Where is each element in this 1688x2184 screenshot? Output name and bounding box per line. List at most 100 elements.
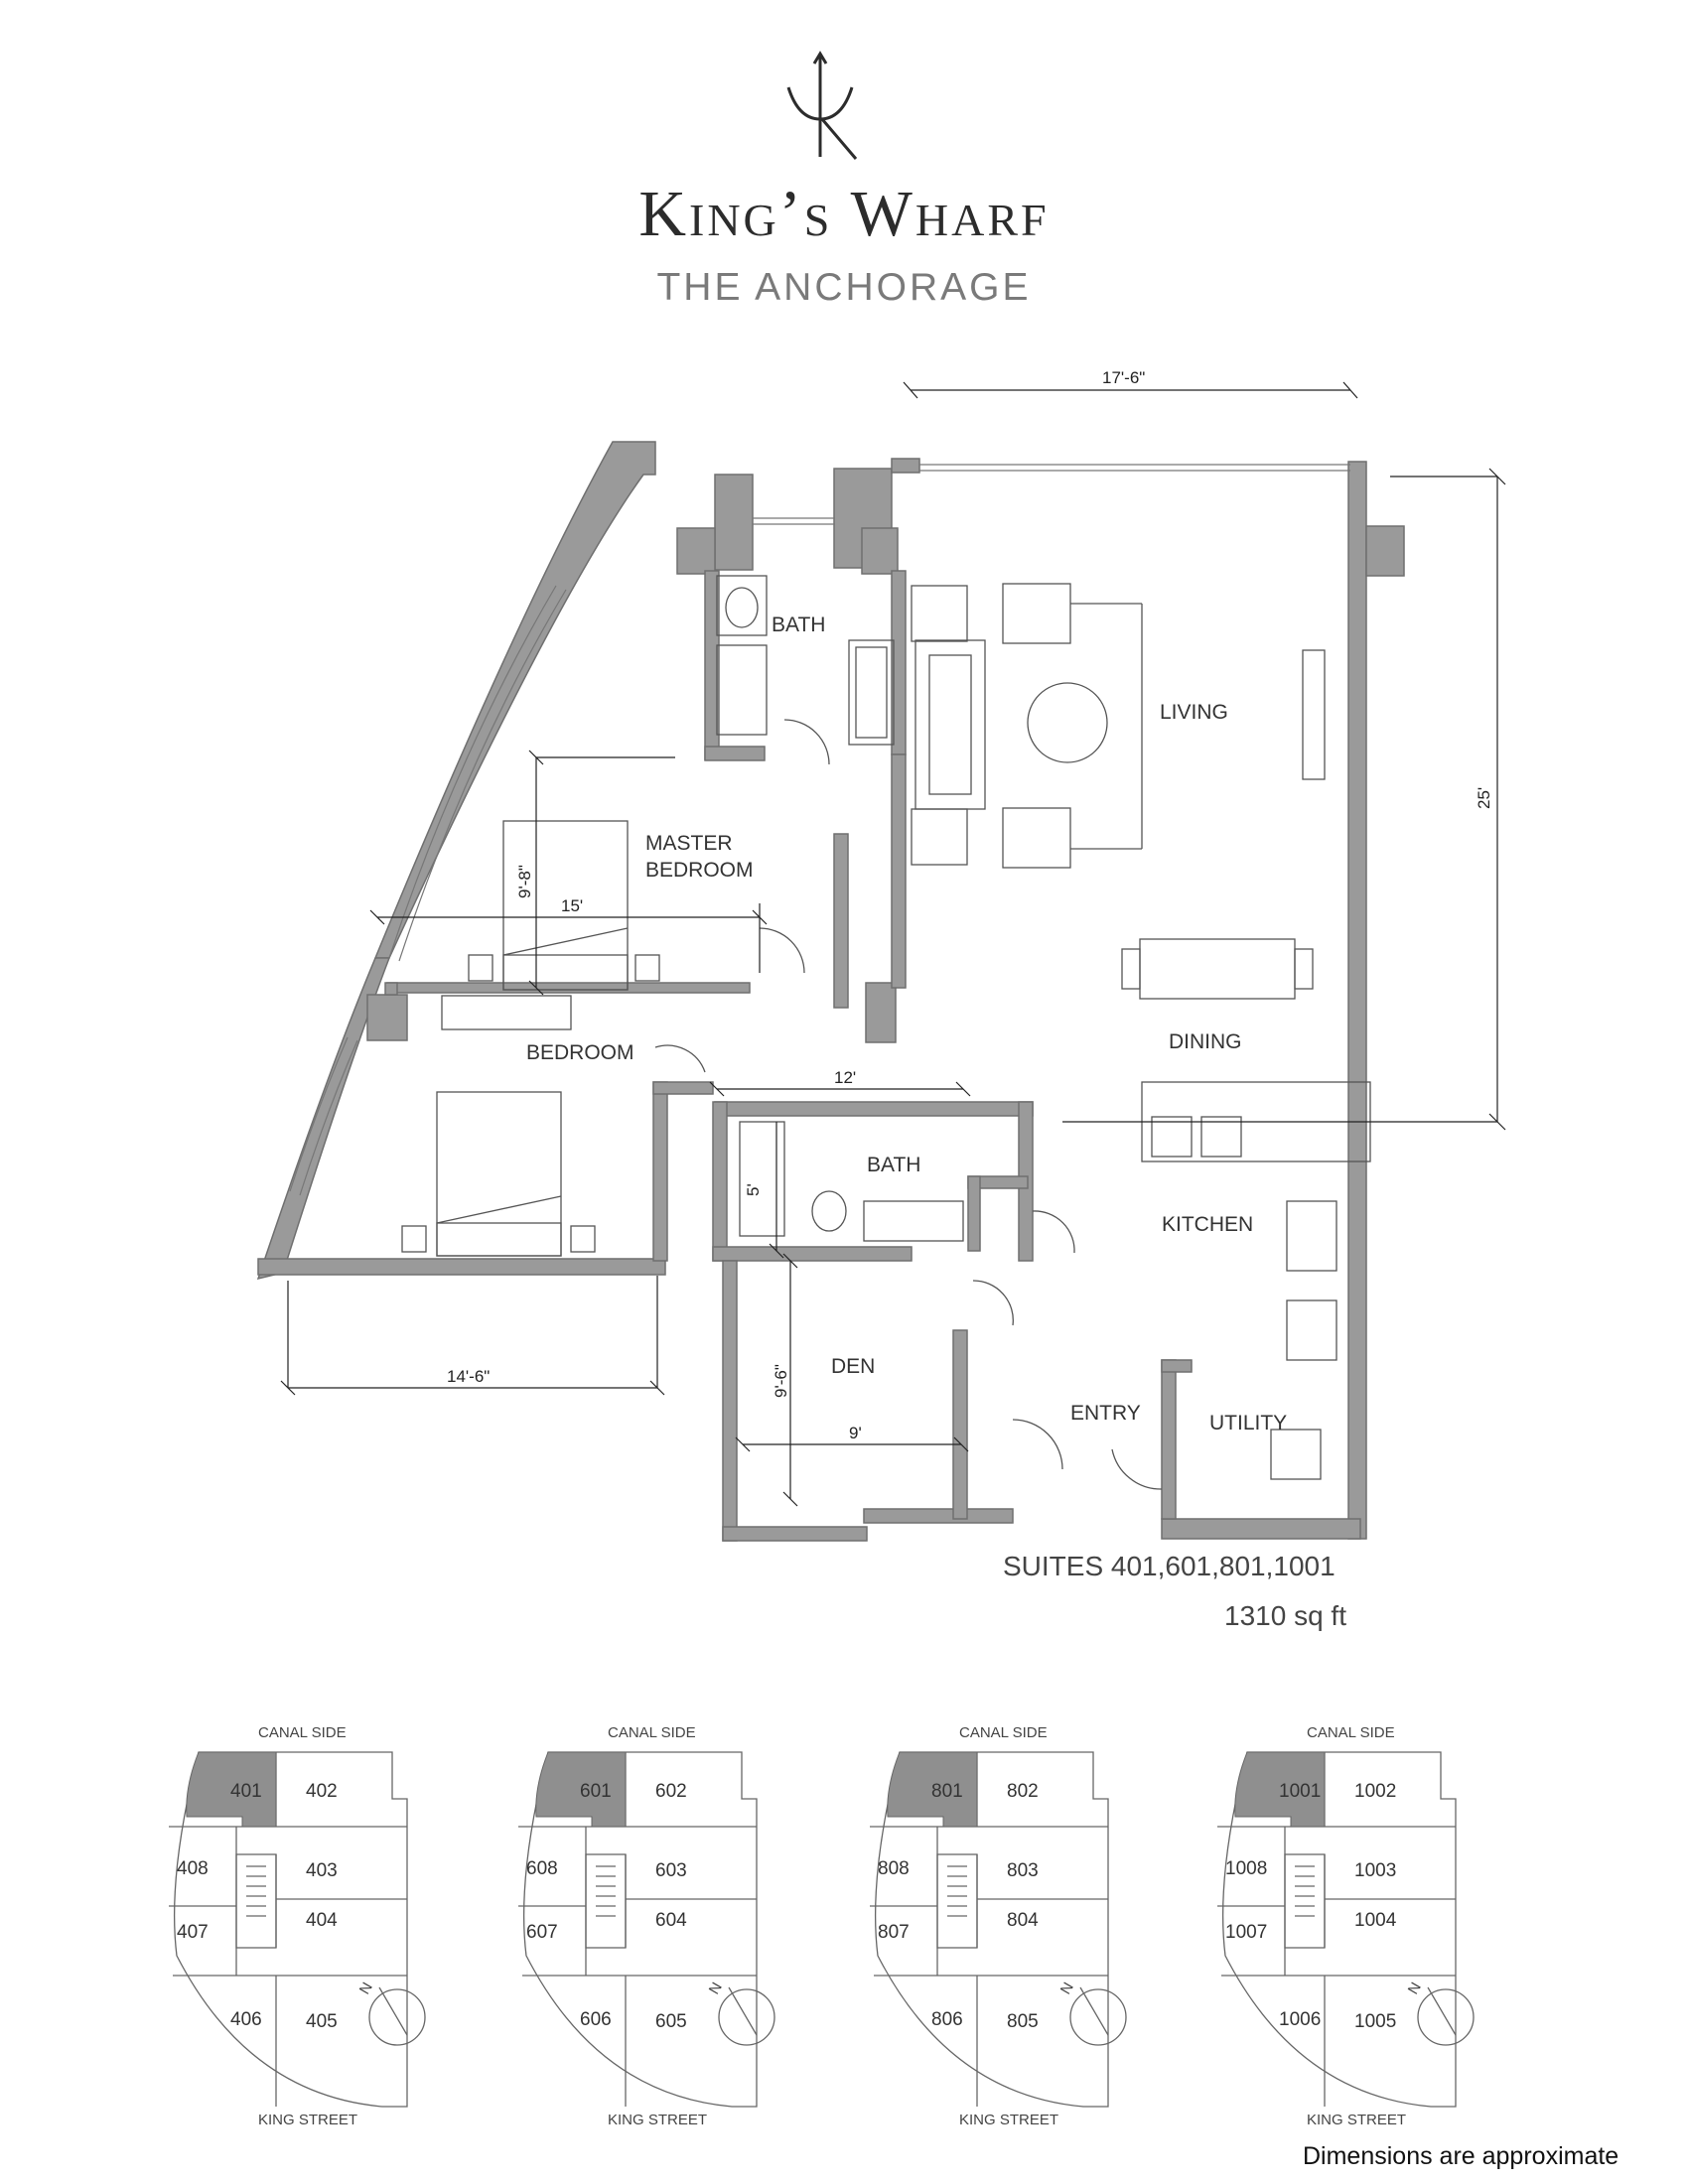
unit-label: 1004 (1354, 1910, 1397, 1931)
north-arrow-label: N (706, 1979, 726, 1997)
utility-left-wall (1161, 1359, 1177, 1520)
room-label-entry: ENTRY (1070, 1402, 1141, 1425)
unit-label: 602 (655, 1781, 687, 1802)
key-plan-801: N CANAL SIDE KING STREET 801 802 808 803 807 804… (870, 1724, 1127, 2124)
unit-label: 603 (655, 1860, 687, 1881)
key-plan-401: N CANAL SIDE KING STREET 401 402 408 403 407 404… (169, 1724, 426, 2124)
suite-numbers: SUITES 401,601,801,1001 (1003, 1551, 1336, 1581)
bath2-bottom-wall (712, 1246, 913, 1262)
unit-label: 408 (177, 1858, 209, 1879)
corridor-wall-2 (891, 753, 907, 989)
den-right-wall (952, 1329, 968, 1520)
column-a (676, 527, 716, 575)
bedroom-closet-wall (652, 1081, 668, 1262)
unit-label: 402 (306, 1781, 338, 1802)
north-wall-a (714, 474, 754, 571)
unit-label: 1001 (1279, 1781, 1321, 1802)
bath2-top-wall (714, 1101, 1034, 1117)
bath2-left-wall (712, 1101, 728, 1262)
corridor-wall (833, 833, 849, 1009)
dim-bath-width: 5' (744, 1183, 763, 1196)
unit-label: 1003 (1354, 1860, 1396, 1881)
room-label-master-2: BEDROOM (645, 859, 754, 882)
column-d (865, 982, 897, 1043)
dim-den-depth: 9'-6" (772, 1364, 790, 1398)
dim-master-depth: 9'-8" (515, 865, 534, 898)
unit-label: 801 (931, 1781, 963, 1802)
floor-plan: BATH LIVING MASTER BEDROOM DINING BEDROO… (256, 368, 1506, 1542)
king-street-label: KING STREET (258, 2112, 357, 2124)
brand-subtitle: THE ANCHORAGE (656, 266, 1032, 309)
room-label-dining: DINING (1169, 1030, 1242, 1053)
dim-living-depth: 25' (1475, 787, 1493, 809)
room-label-utility: UTILITY (1209, 1412, 1287, 1434)
bedroom-divider-2 (384, 982, 398, 996)
unit-label: 604 (655, 1910, 687, 1931)
room-label-living: LIVING (1160, 701, 1228, 724)
unit-label: 406 (230, 2009, 262, 2030)
unit-label: 807 (878, 1922, 910, 1943)
canal-side-label: CANAL SIDE (959, 1724, 1048, 1741)
den-left-wall (722, 1260, 738, 1542)
unit-label: 607 (526, 1922, 558, 1943)
unit-label: 401 (230, 1781, 262, 1802)
column-c (366, 994, 408, 1041)
bedroom-divider-wall (386, 982, 751, 994)
room-label-bedroom: BEDROOM (526, 1041, 634, 1064)
unit-label: 601 (580, 1781, 612, 1802)
unit-label: 605 (655, 2011, 687, 2032)
north-arrow-label: N (1405, 1979, 1425, 1997)
unit-label: 407 (177, 1922, 209, 1943)
king-street-label: KING STREET (608, 2112, 707, 2124)
unit-label: 1002 (1354, 1781, 1396, 1802)
unit-label: 1005 (1354, 2011, 1396, 2032)
key-plan-601: N CANAL SIDE KING STREET 601 602 608 603 607 604… (518, 1724, 775, 2124)
disclaimer: Dimensions are approximate (1303, 2142, 1619, 2170)
dim-living-width: 17'-6" (1102, 368, 1145, 387)
room-label-den: DEN (831, 1355, 875, 1378)
brand-name: King’s Wharf (638, 178, 1050, 250)
unit-label: 808 (878, 1858, 910, 1879)
unit-label: 804 (1007, 1910, 1039, 1931)
key-plan-1001: N CANAL SIDE KING STREET 1001 1002 1008 1003 10… (1217, 1724, 1475, 2124)
bath-bottom-wall (704, 746, 766, 761)
unit-label: 802 (1007, 1781, 1039, 1802)
unit-label: 806 (931, 2009, 963, 2030)
canal-side-label: CANAL SIDE (608, 1724, 696, 1741)
east-wall (1347, 461, 1367, 1540)
suite-area: 1310 sq ft (1224, 1600, 1346, 1631)
unit-label: 805 (1007, 2011, 1039, 2032)
dim-corridor: 12' (834, 1068, 856, 1087)
unit-label: 608 (526, 1858, 558, 1879)
room-label-master-1: MASTER (645, 832, 733, 855)
unit-label: 404 (306, 1910, 338, 1931)
canal-side-label: CANAL SIDE (1307, 1724, 1395, 1741)
king-street-label: KING STREET (1307, 2112, 1406, 2124)
entry-bottom-wall (863, 1508, 1014, 1524)
unit-label: 1008 (1225, 1858, 1267, 1879)
closet-wall-2 (967, 1175, 981, 1252)
den-bottom-wall (722, 1526, 868, 1542)
unit-label: 803 (1007, 1860, 1039, 1881)
dim-master-width: 15' (561, 896, 583, 915)
unit-label: 405 (306, 2011, 338, 2032)
dim-den-width: 9' (849, 1424, 862, 1442)
unit-label: 1007 (1225, 1922, 1267, 1943)
room-label-kitchen: KITCHEN (1162, 1213, 1253, 1236)
utility-top-wall (1161, 1359, 1193, 1373)
trident-logo-icon (786, 51, 858, 160)
canal-side-label: CANAL SIDE (258, 1724, 347, 1741)
north-arrow-label: N (1057, 1979, 1077, 1997)
utility-bottom-wall (1161, 1518, 1361, 1540)
north-arrow-label: N (356, 1979, 376, 1997)
dim-bedroom-width: 14'-6" (447, 1367, 490, 1386)
north-wall-c (891, 458, 920, 474)
column-b (861, 527, 899, 575)
room-label-second-bath: BATH (867, 1154, 920, 1176)
king-street-label: KING STREET (959, 2112, 1058, 2124)
unit-label: 403 (306, 1860, 338, 1881)
east-column (1365, 525, 1405, 577)
room-label-master-bath: BATH (772, 614, 825, 636)
bedroom-closet-top (652, 1081, 714, 1095)
south-bedroom-wall (257, 1258, 666, 1276)
